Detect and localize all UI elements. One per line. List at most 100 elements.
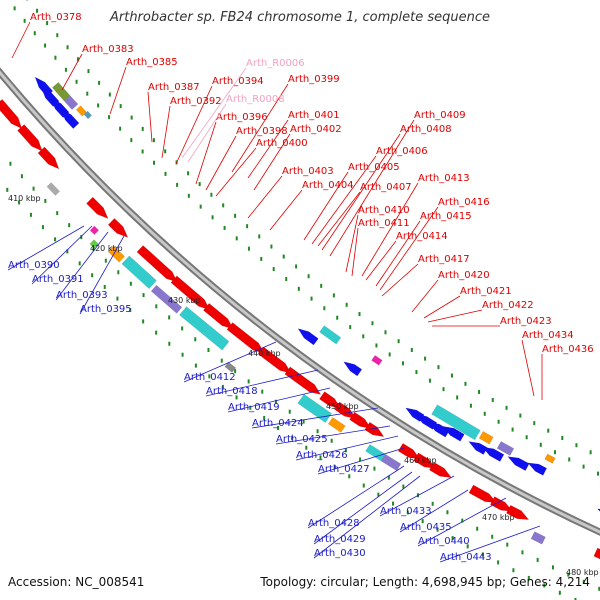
track-dot <box>348 474 351 479</box>
forward-gene-arrow <box>107 218 129 238</box>
label-leader-line <box>247 119 289 179</box>
track-dot <box>141 149 144 154</box>
label-leader-line <box>329 119 415 257</box>
label-leader-line <box>295 435 399 461</box>
forward-gene-arrow <box>257 346 292 374</box>
label-leader-line <box>55 231 109 301</box>
kbp-tick-label: 480 kbp <box>566 568 599 577</box>
label-leader-line <box>147 91 153 143</box>
forward-gene-label: Arth_0410 <box>358 205 410 216</box>
forward-feature-block <box>121 255 157 290</box>
forward-gene-label: Arth_0400 <box>256 138 308 149</box>
label-leader-line <box>521 339 535 397</box>
track-dot <box>129 281 132 286</box>
track-dot <box>598 586 600 591</box>
label-leader-line <box>275 425 391 445</box>
forward-gene-label: Arth_0420 <box>438 270 490 281</box>
forward-gene-label: Arth_0413 <box>418 173 470 184</box>
track-dot <box>46 21 49 26</box>
track-dot <box>536 557 539 562</box>
label-leader-line <box>307 465 405 529</box>
forward-gene-arrow <box>319 391 342 409</box>
track-dot <box>424 356 427 361</box>
track-dot <box>98 80 101 85</box>
reverse-feature-block <box>51 81 71 102</box>
track-dot <box>406 510 409 515</box>
track-dot <box>344 448 347 453</box>
track-dot <box>75 79 78 84</box>
reverse-gene-arrow <box>297 328 319 346</box>
track-dot <box>78 261 81 266</box>
track-dot <box>119 126 122 131</box>
forward-gene-label: Arth_0407 <box>360 182 412 193</box>
track-dot <box>442 387 445 392</box>
label-leader-line <box>247 175 283 219</box>
forward-gene-label: Arth_0401 <box>288 110 340 121</box>
track-dot <box>421 519 424 524</box>
track-dot <box>402 361 405 366</box>
reverse-gene-arrow <box>343 361 363 377</box>
track-dot <box>260 256 263 261</box>
track-dot <box>483 411 486 416</box>
forward-gene-arrow <box>86 196 109 219</box>
reverse-gene-label: Arth_0393 <box>56 290 108 301</box>
track-dot <box>108 92 111 97</box>
track-dot <box>388 352 391 357</box>
track-dot <box>415 370 418 375</box>
track-dot <box>164 171 167 176</box>
genome-summary-text: Topology: circular; Length: 4,698,945 bp… <box>260 575 590 589</box>
forward-gene-arrow <box>364 421 385 438</box>
track-dot <box>277 425 280 430</box>
label-leader-line <box>365 240 397 281</box>
track-dot <box>54 237 57 242</box>
track-dot <box>181 326 184 331</box>
track-dot <box>68 223 71 228</box>
backbone-highlight <box>0 70 600 534</box>
forward-gene-arrow <box>17 124 43 152</box>
track-dot <box>92 246 95 251</box>
track-dot <box>297 286 300 291</box>
track-dot <box>561 435 564 440</box>
track-dot <box>469 403 472 408</box>
track-dot <box>194 363 197 368</box>
forward-gene-label: Arth_0398 <box>236 126 288 137</box>
track-dot <box>316 429 319 434</box>
track-dot <box>142 293 145 298</box>
forward-gene-label: Arth_0392 <box>170 96 222 107</box>
track-dot <box>330 438 333 443</box>
forward-feature-block <box>530 531 546 545</box>
label-leader-line <box>269 189 303 231</box>
track-dot <box>29 212 32 217</box>
forward-gene-label: Arth_0436 <box>542 344 594 355</box>
track-dot <box>568 457 571 462</box>
label-leader-line <box>311 155 377 245</box>
track-dot <box>235 236 238 241</box>
label-leader-line <box>215 147 257 197</box>
track-dot <box>450 373 453 378</box>
label-leader-line <box>7 225 85 271</box>
label-leader-line <box>379 206 439 291</box>
track-dot <box>302 419 305 424</box>
forward-gene-label: Arth_0387 <box>148 82 200 93</box>
kbp-tick-label: 460 kbp <box>404 456 437 465</box>
track-dot <box>41 225 44 230</box>
forward-gene-arrow <box>349 411 372 429</box>
label-leader-line <box>161 105 171 159</box>
forward-feature-block <box>46 182 61 196</box>
track-dot <box>336 315 339 320</box>
track-dot <box>103 284 106 289</box>
label-leader-line <box>251 407 379 429</box>
forward-gene-label: Arth_0421 <box>460 286 512 297</box>
forward-gene-arrow <box>284 366 322 395</box>
forward-gene-label: Arth_0403 <box>282 166 334 177</box>
track-dot <box>519 413 522 418</box>
track-dot <box>116 296 119 301</box>
track-dot <box>505 405 508 410</box>
track-dot <box>130 138 133 143</box>
label-leader-line <box>439 525 541 563</box>
label-leader-line <box>183 341 277 383</box>
reverse-gene-arrow <box>60 108 80 129</box>
reverse-gene-label: Arth_0425 <box>276 434 328 445</box>
track-dot <box>476 526 479 531</box>
track-dot <box>87 69 90 74</box>
